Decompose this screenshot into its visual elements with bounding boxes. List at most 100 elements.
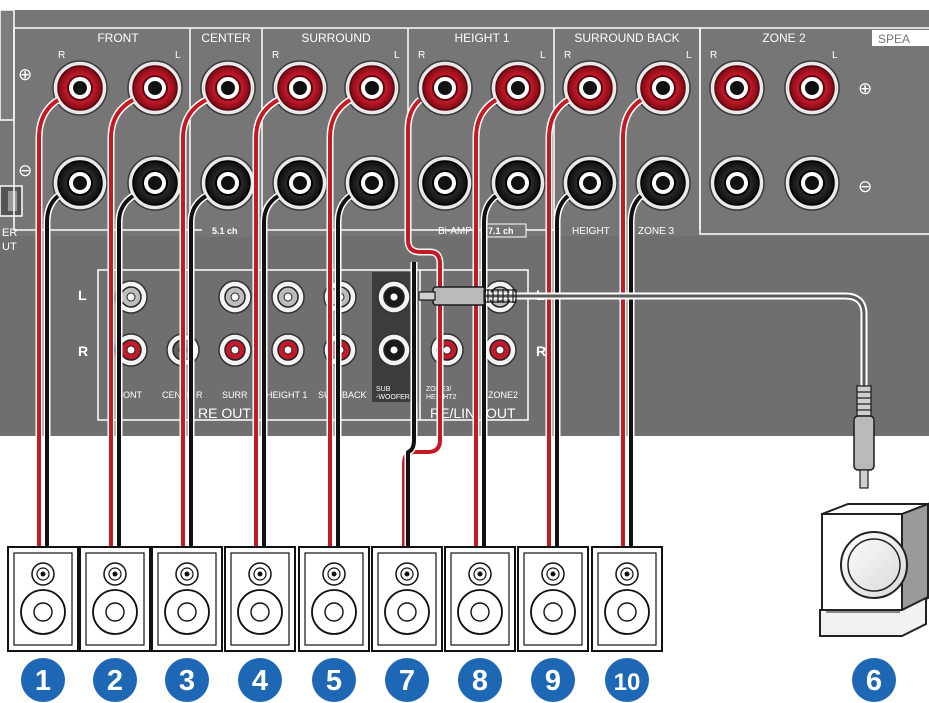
terminal-black [635,155,691,211]
sub-cable-core [430,294,866,390]
speaker-cable-pair [107,96,136,550]
jack-label: CENTE [162,390,193,400]
rca-jack [271,333,305,367]
speaker-woofer-cap [470,602,490,622]
group-zone2: ZONE 2 [762,31,806,45]
badge-speaker: 10 [605,658,649,702]
speaker-inner-frame [304,552,364,646]
cable-red [254,98,280,550]
rca-jack-pin [442,345,452,355]
sub-plug2-body [853,415,875,471]
speaker-cable-pair [545,97,571,550]
terminal-black [344,155,400,211]
speaker-section-outline [13,27,929,235]
rl-label: L [540,50,546,61]
terminal-red [200,60,256,116]
speaker-inner-frame [377,552,437,646]
rl-label: L [175,50,181,61]
subwoofer [819,502,929,637]
speaker-woofer [384,589,430,635]
rca-jack [483,333,517,367]
speaker-cables [35,96,644,550]
zone-label-3: ZONE2 [488,390,518,400]
speaker-inner-frame [85,552,145,646]
speaker-woofer-cap [543,602,563,622]
terminal-black-hole [73,176,87,190]
rca-jack-pin [389,292,399,302]
speaker-woofer-cap [324,602,344,622]
cable-black [262,194,280,550]
badge-circle [165,658,209,702]
speaker-terminals [52,60,840,211]
bookshelf-speaker [444,546,516,652]
terminal-black-hole [438,176,452,190]
terminal-red-hole [438,81,452,95]
rca-jack [114,280,148,314]
group-front: FRONT [97,31,139,45]
speaker-tweeter-dome [327,567,341,581]
terminal-black-hole [656,176,670,190]
rca-jack [114,333,148,367]
speaker-tweeter-dome [253,567,267,581]
speaker-row [7,546,663,652]
rca-jack-pin [126,345,136,355]
row-label-r-right: R [536,343,546,359]
sub-plug2-tail [856,385,872,417]
cable-red [328,98,352,550]
rl-labels: R L R L R L R L R L [58,50,838,61]
jack-label: SURR [222,390,248,400]
speaker-tweeter-center [477,571,483,577]
speaker-cable-pair [326,96,353,550]
plus-marker-left: ⊕ [18,65,32,84]
speaker-woofer-cap [250,602,270,622]
bookshelf-speaker [151,546,223,652]
rca-jack-pin [495,345,505,355]
speaker-woofer [237,589,283,635]
rl-label: R [58,50,65,61]
rl-label: L [686,50,692,61]
sub-label-2: -WOOFER [376,394,410,401]
terminal-red [417,60,473,116]
speaker-inner-frame [13,552,73,646]
section-label-preline-tail: OUT [486,405,516,421]
speaker-woofer [311,589,357,635]
spea-label-box [872,30,929,46]
speaker-woofer [164,589,210,635]
terminal-black [490,155,546,211]
terminal-red-hole [805,81,819,95]
panel-left-port-inner [8,191,17,211]
cable-red [547,98,570,550]
badge-number: 6 [866,665,882,697]
speaker-inner-frame [597,552,657,646]
jack-label: SU [318,390,331,400]
speaker-tweeter-dome [546,567,560,581]
rear-panel: ER UT SPEA FRONT CENTER SURROUND HEIGHT … [0,9,929,436]
assign-label-51: 5.1 ch [212,226,238,236]
bookshelf-speaker [7,546,79,652]
badge-circle [605,658,649,702]
terminal-red [562,60,618,116]
cable-black [117,194,135,550]
badge-circle [93,658,137,702]
speaker-tweeter-center [624,571,630,577]
badge-circle [531,658,575,702]
speaker-tweeter-center [184,571,190,577]
badge-number: 1 [35,665,51,697]
jack-label: ONT [123,390,143,400]
speaker-cable-pair [472,96,499,550]
speaker-cable-pair [252,96,281,550]
sub-base [819,596,927,637]
rl-label: R [272,50,279,61]
speaker-tweeter-center [404,571,410,577]
sub-plug-ribs [487,289,514,303]
left-edge-text-1: ER [2,227,17,239]
assign-label-zone3: ZONE 3 [638,226,675,237]
bookshelf-speaker [517,546,589,652]
speaker-woofer-cap [33,602,53,622]
group-surround-back: SURROUND BACK [574,31,679,45]
badge-circle [458,658,502,702]
terminal-black [52,155,108,211]
terminal-black-hole [148,176,162,190]
badge-number: 4 [252,665,268,697]
badge-circle [852,658,896,702]
